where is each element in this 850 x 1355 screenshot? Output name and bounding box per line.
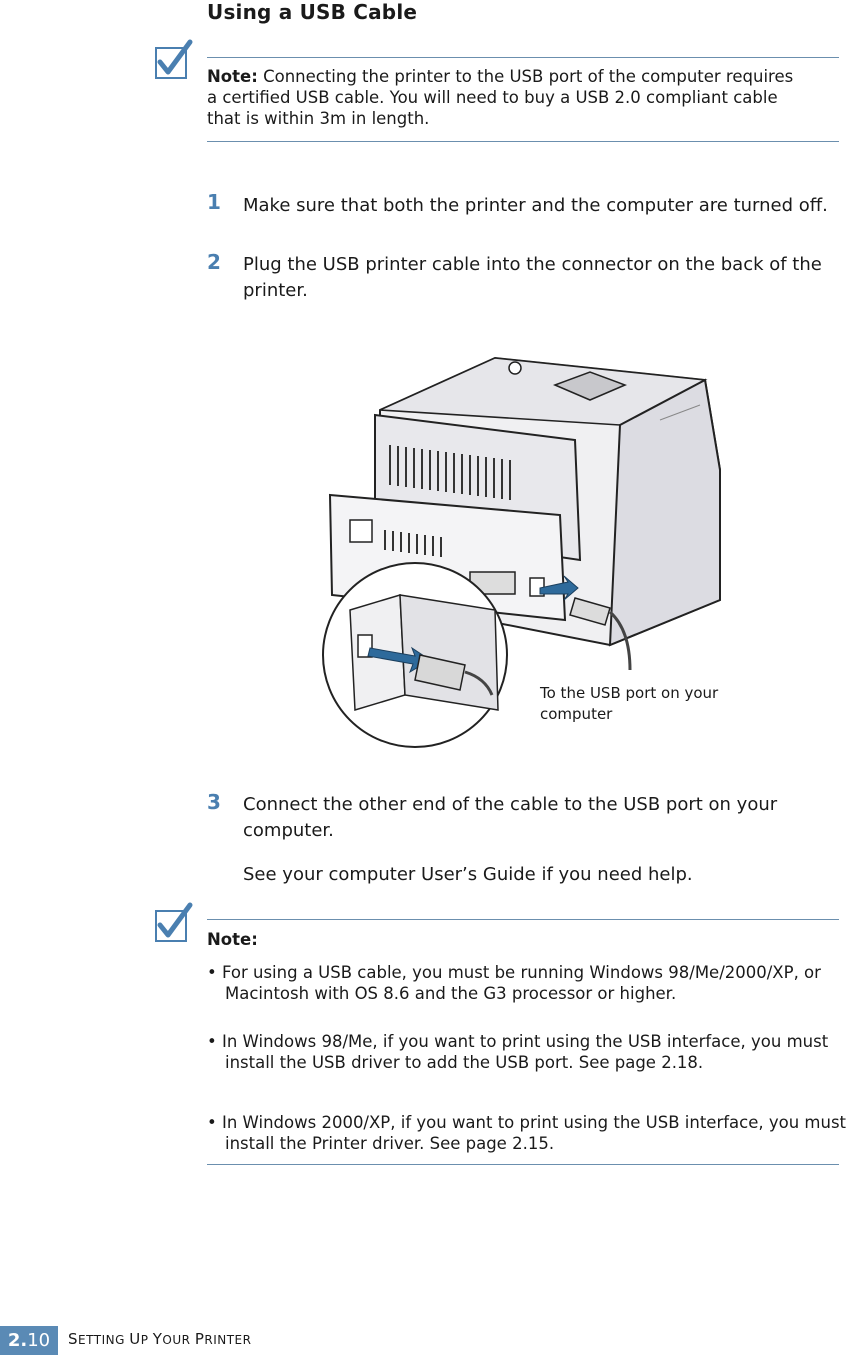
footer-title-part: U — [129, 1330, 141, 1348]
step-text: Connect the other end of the cable to th… — [243, 794, 778, 841]
figure-callout: To the USB port on your computer — [540, 684, 719, 723]
note-body: Connecting the printer to the USB port o… — [207, 67, 794, 128]
step-extra-text: See your computer User’s Guide if you ne… — [243, 864, 693, 885]
checkmark-icon — [150, 901, 196, 947]
step-number: 3 — [207, 790, 221, 814]
footer-title-part: P — [194, 1330, 205, 1348]
step-number: 2 — [207, 250, 221, 274]
step-text: Make sure that both the printer and the … — [243, 195, 828, 216]
page-number-badge: 2.10 — [0, 1326, 58, 1355]
footer-title-part: ETTING — [78, 1333, 130, 1347]
footer-chapter-title: SETTING UP YOUR PRINTER — [68, 1330, 251, 1348]
footer-title-part: Y — [152, 1330, 163, 1348]
note-rule-top — [207, 919, 839, 920]
note-bullet: • For using a USB cable, you must be run… — [207, 963, 821, 1003]
note-rule-top — [207, 57, 839, 58]
note-label: Note: — [207, 930, 258, 949]
printer-illustration — [320, 350, 750, 750]
checkmark-icon — [150, 38, 196, 84]
note-rule-bottom — [207, 141, 839, 142]
note-label: Note: — [207, 67, 258, 86]
chapter-number: 2. — [7, 1330, 28, 1351]
footer-title-part: RINTER — [204, 1333, 252, 1347]
page-heading: Using a USB Cable — [207, 0, 418, 24]
note-2-label: Note: — [207, 929, 807, 950]
note-rule-bottom — [207, 1164, 839, 1165]
note-bullet: • In Windows 98/Me, if you want to print… — [207, 1032, 829, 1072]
footer-title-part: S — [68, 1330, 79, 1348]
page-number: 10 — [27, 1330, 51, 1351]
step-number: 1 — [207, 190, 221, 214]
footer-title-part: OUR — [162, 1333, 195, 1347]
note-1: Note: Connecting the printer to the USB … — [207, 66, 807, 129]
step-text: Plug the USB printer cable into the conn… — [243, 254, 822, 301]
footer-title-part: P — [140, 1333, 153, 1347]
note-bullet: • In Windows 2000/XP, if you want to pri… — [207, 1113, 847, 1153]
